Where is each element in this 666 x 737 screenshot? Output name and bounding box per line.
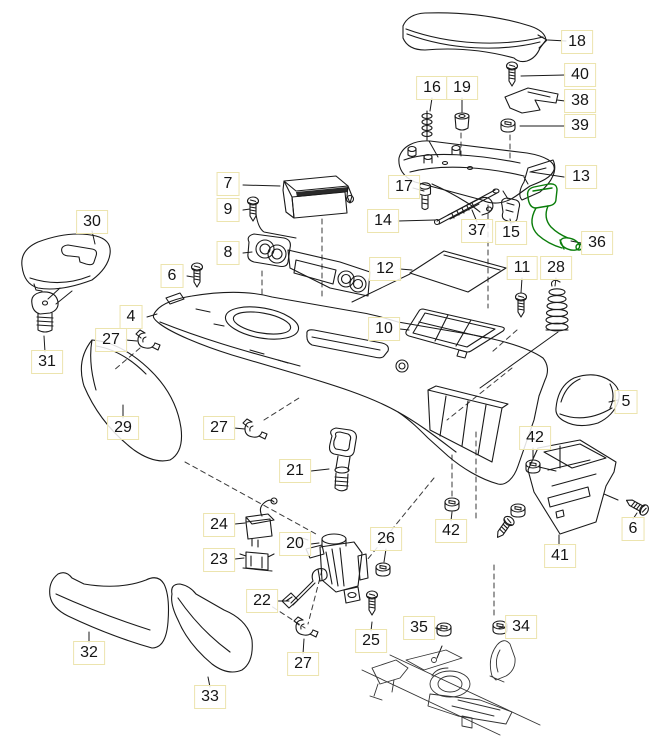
callout-32[interactable]: 32: [73, 641, 105, 665]
callout-13[interactable]: 13: [565, 165, 597, 189]
part-27-clip-a: [135, 329, 161, 351]
callout-4[interactable]: 4: [119, 305, 143, 329]
callout-31[interactable]: 31: [31, 350, 63, 374]
callout-28[interactable]: 28: [540, 256, 572, 280]
callout-23[interactable]: 23: [203, 548, 235, 572]
part-39-nut: [500, 118, 516, 133]
part-4-console-body: [152, 291, 548, 485]
callout-6-a[interactable]: 6: [160, 264, 184, 288]
callout-11[interactable]: 11: [506, 256, 538, 280]
part-10-rubber-tray: [405, 308, 505, 359]
part-27-clip-b: [242, 418, 268, 440]
part-17-bolt: [418, 182, 432, 211]
part-37-cable-rod: [431, 183, 494, 220]
part-5-saddle-cover: [555, 374, 620, 427]
callout-18[interactable]: 18: [561, 30, 593, 54]
construction-lines: [112, 132, 518, 629]
part-41-mount-clip: [510, 503, 526, 518]
part-21-key-cylinder: [328, 427, 357, 492]
part-22-rod: [281, 568, 328, 609]
part-38-bracket: [504, 87, 559, 114]
callout-17[interactable]: 17: [388, 175, 420, 199]
part-32-sill-panel: [49, 572, 170, 649]
part-19-bushing: [454, 112, 470, 131]
part-24-switch: [245, 497, 278, 548]
part-26-clip: [375, 562, 391, 577]
callout-39[interactable]: 39: [564, 114, 596, 138]
callout-16[interactable]: 16: [416, 76, 448, 100]
callout-22[interactable]: 22: [246, 589, 278, 613]
floor-bracket-reference: [361, 640, 541, 736]
callout-8[interactable]: 8: [216, 241, 240, 265]
callout-37[interactable]: 37: [461, 219, 493, 243]
callout-7[interactable]: 7: [216, 172, 240, 196]
leader-lines: [43, 39, 638, 688]
callout-27-a[interactable]: 27: [95, 328, 127, 352]
callout-42-b[interactable]: 42: [435, 519, 467, 543]
part-28-spring: [545, 279, 569, 332]
part-8-cupholder-tray: [247, 233, 371, 297]
part-41-mount-screw: [492, 514, 517, 542]
callout-33[interactable]: 33: [194, 685, 226, 709]
callout-20[interactable]: 20: [279, 532, 311, 556]
part-6-screw-left: [190, 262, 204, 288]
callout-6-b[interactable]: 6: [621, 517, 645, 541]
callout-27-b[interactable]: 27: [203, 416, 235, 440]
callout-38[interactable]: 38: [564, 89, 596, 113]
part-12-mat: [409, 250, 507, 293]
part-33-sill-panel: [171, 583, 253, 673]
callout-12[interactable]: 12: [369, 257, 401, 281]
part-7-storage-box: [282, 175, 355, 219]
part-30-cover-plate: [21, 233, 111, 292]
callout-24[interactable]: 24: [203, 513, 235, 537]
part-35-clip: [436, 622, 452, 637]
callout-21[interactable]: 21: [279, 459, 311, 483]
part-40-screw: [505, 61, 519, 87]
part-16-spring-pin: [421, 110, 433, 141]
callout-36[interactable]: 36: [581, 231, 613, 255]
part-36-strap-highlighted: [526, 183, 583, 251]
part-23-clip: [239, 551, 275, 572]
callout-9[interactable]: 9: [216, 198, 240, 222]
callout-25[interactable]: 25: [355, 629, 387, 653]
callout-30[interactable]: 30: [76, 210, 108, 234]
part-13-bearing-plate: [398, 140, 556, 204]
callout-27-c[interactable]: 27: [287, 652, 319, 676]
callout-40[interactable]: 40: [564, 63, 596, 87]
part-29-side-panel: [80, 339, 183, 462]
callout-42-a[interactable]: 42: [519, 426, 551, 450]
callout-19[interactable]: 19: [446, 76, 478, 100]
part-42-clip-b: [444, 497, 460, 512]
callout-14[interactable]: 14: [367, 209, 399, 233]
callout-29[interactable]: 29: [107, 416, 139, 440]
part-25-screw: [365, 590, 379, 616]
callout-10[interactable]: 10: [368, 317, 400, 341]
callout-15[interactable]: 15: [495, 221, 527, 245]
part-31-knob-plug: [31, 291, 59, 333]
part-18-armrest-lid: [402, 12, 548, 63]
callout-5[interactable]: 5: [614, 390, 638, 414]
callout-34[interactable]: 34: [505, 615, 537, 639]
callout-26[interactable]: 26: [370, 527, 402, 551]
part-15-clip: [501, 197, 521, 223]
callout-41[interactable]: 41: [544, 544, 576, 568]
part-41-rear-bracket: [527, 439, 617, 535]
callout-35[interactable]: 35: [403, 616, 435, 640]
part-27-clip-c: [293, 616, 319, 638]
part-11-screw: [514, 292, 528, 318]
